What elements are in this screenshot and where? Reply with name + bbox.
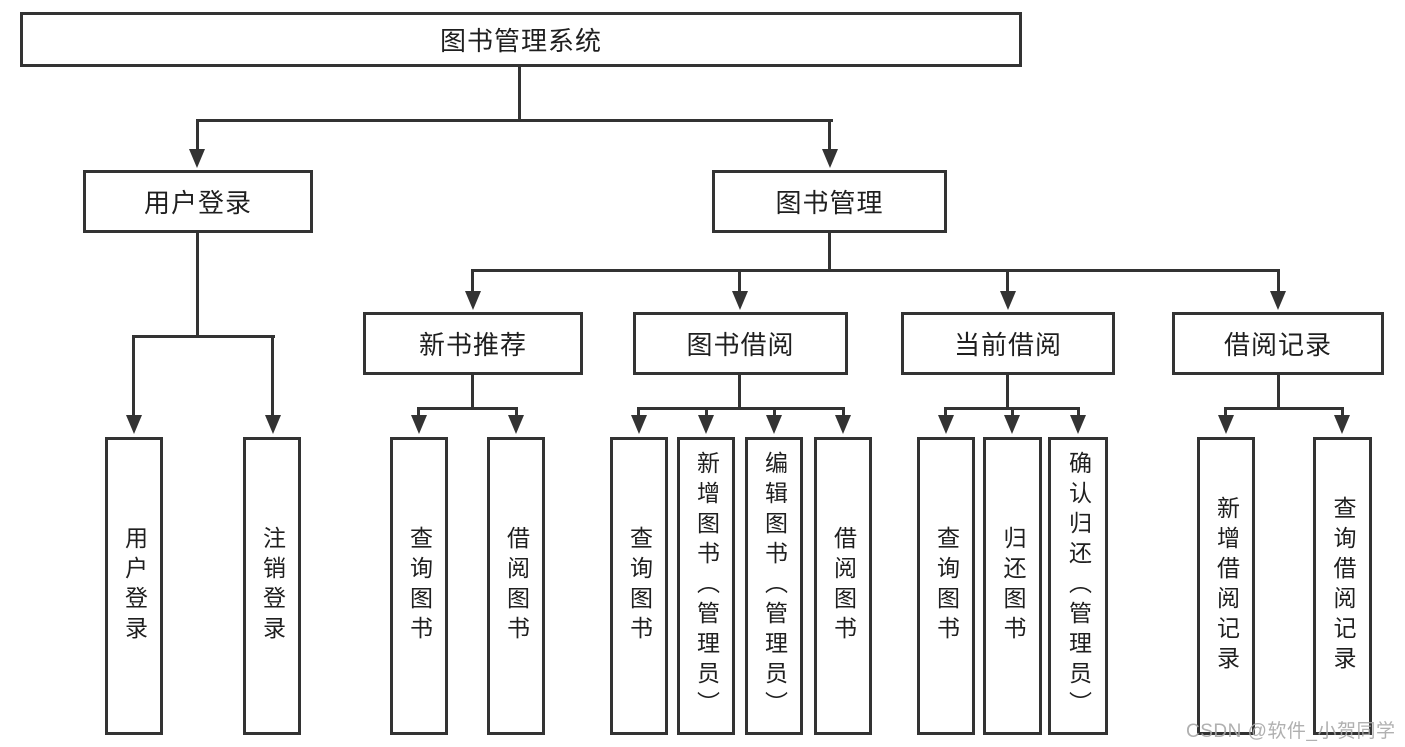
leaf-bb-add-book-admin-label: 新增图书（管理员） <box>693 451 720 721</box>
connector-current-borrowing-stem <box>1006 374 1009 409</box>
node-borrowing-records: 借阅记录 <box>1172 312 1384 375</box>
leaf-nb-borrow-books-label: 借阅图书 <box>503 526 530 646</box>
node-book-management-label: 图书管理 <box>775 188 884 218</box>
connector-level3-hline <box>471 269 1280 272</box>
connector-arrow-line <box>773 407 776 417</box>
arrow-down-icon <box>1270 291 1286 310</box>
connector-new-book-stem <box>471 374 474 409</box>
node-library-management-system: 图书管理系统 <box>20 12 1022 67</box>
connector-arrow-line <box>637 407 640 417</box>
connector-arrow-line <box>417 407 420 417</box>
node-book-borrowing: 图书借阅 <box>633 312 848 375</box>
connector-arrow-line <box>1224 407 1227 417</box>
node-current-borrowing-label: 当前借阅 <box>953 330 1062 360</box>
connector-user-login-hline <box>133 335 275 338</box>
leaf-nb-query-books: 查询图书 <box>390 437 448 735</box>
leaf-bb-edit-book-admin-label: 编辑图书（管理员） <box>761 451 788 721</box>
arrow-down-icon <box>265 415 281 434</box>
arrow-down-icon <box>508 415 524 434</box>
arrow-down-icon <box>126 415 142 434</box>
arrow-down-icon <box>1070 415 1086 434</box>
leaf-logout: 注销登录 <box>243 437 301 735</box>
connector-level2-hline <box>196 119 833 122</box>
connector-arrow-line <box>705 407 708 417</box>
leaf-br-query-record: 查询借阅记录 <box>1313 437 1372 735</box>
arrow-down-icon <box>1334 415 1350 434</box>
leaf-nb-borrow-books: 借阅图书 <box>487 437 545 735</box>
arrow-down-icon <box>766 415 782 434</box>
connector-borrowing-records-hline <box>1224 407 1344 410</box>
connector-arrow-line <box>944 407 947 417</box>
connector-arrow-line <box>842 407 845 417</box>
arrow-down-icon <box>631 415 647 434</box>
connector-book-management-stem <box>828 232 831 271</box>
connector-arrow-line-new-book <box>471 269 474 293</box>
arrow-down-icon <box>189 149 205 168</box>
arrow-down-icon <box>411 415 427 434</box>
connector-arrow-line <box>1077 407 1080 417</box>
arrow-down-icon <box>822 149 838 168</box>
connector-arrow-line-book-borrowing <box>738 269 741 293</box>
arrow-down-icon <box>465 291 481 310</box>
connector-arrow-line-book-management <box>828 119 831 151</box>
leaf-bb-add-book-admin: 新增图书（管理员） <box>677 437 735 735</box>
connector-arrow-line-user-login <box>196 119 199 151</box>
node-user-login: 用户登录 <box>83 170 313 233</box>
leaf-bb-query-books: 查询图书 <box>610 437 668 735</box>
leaf-cb-return-books: 归还图书 <box>983 437 1042 735</box>
node-library-management-system-label: 图书管理系统 <box>439 26 602 56</box>
connector-arrow-line-current-borrowing <box>1006 269 1009 293</box>
leaf-cb-return-books-label: 归还图书 <box>1000 526 1026 646</box>
arrow-down-icon <box>938 415 954 434</box>
node-book-borrowing-label: 图书借阅 <box>686 330 795 360</box>
arrow-down-icon <box>1218 415 1234 434</box>
connector-new-book-hline <box>417 407 518 410</box>
leaf-nb-query-books-label: 查询图书 <box>406 526 433 646</box>
leaf-cb-query-books-label: 查询图书 <box>933 526 960 646</box>
leaf-bb-query-books-label: 查询图书 <box>626 526 653 646</box>
connector-book-borrowing-hline <box>637 407 845 410</box>
arrow-down-icon <box>1000 291 1016 310</box>
leaf-br-add-record: 新增借阅记录 <box>1197 437 1255 735</box>
node-borrowing-records-label: 借阅记录 <box>1223 330 1332 360</box>
connector-arrow-line-logout-leaf <box>271 335 274 417</box>
connector-arrow-line <box>1011 407 1014 417</box>
leaf-cb-query-books: 查询图书 <box>917 437 975 735</box>
connector-borrowing-records-stem <box>1277 374 1280 409</box>
node-book-management: 图书管理 <box>712 170 947 233</box>
node-new-book-recommend: 新书推荐 <box>363 312 583 375</box>
connector-book-borrowing-stem <box>738 374 741 409</box>
connector-arrow-line-user-login-leaf <box>132 335 135 417</box>
connector-arrow-line-borrowing-records <box>1277 269 1280 293</box>
leaf-cb-confirm-return-admin: 确认归还（管理员） <box>1048 437 1108 735</box>
leaf-user-login: 用户登录 <box>105 437 163 735</box>
node-new-book-recommend-label: 新书推荐 <box>418 330 527 360</box>
node-user-login-label: 用户登录 <box>143 188 252 218</box>
arrow-down-icon <box>698 415 714 434</box>
arrow-down-icon <box>835 415 851 434</box>
arrow-down-icon <box>732 291 748 310</box>
leaf-bb-edit-book-admin: 编辑图书（管理员） <box>745 437 803 735</box>
leaf-bb-borrow-books: 借阅图书 <box>814 437 872 735</box>
leaf-br-query-record-label: 查询借阅记录 <box>1330 496 1356 676</box>
connector-user-login-stem <box>196 232 199 336</box>
leaf-br-add-record-label: 新增借阅记录 <box>1213 496 1240 676</box>
connector-root-stem <box>518 67 521 121</box>
connector-arrow-line <box>515 407 518 417</box>
leaf-cb-confirm-return-admin-label: 确认归还（管理员） <box>1065 451 1092 721</box>
leaf-bb-borrow-books-label: 借阅图书 <box>830 526 857 646</box>
node-current-borrowing: 当前借阅 <box>901 312 1115 375</box>
leaf-logout-label: 注销登录 <box>259 526 286 646</box>
arrow-down-icon <box>1004 415 1020 434</box>
connector-arrow-line <box>1341 407 1344 417</box>
leaf-user-login-label: 用户登录 <box>121 526 148 646</box>
csdn-watermark: CSDN @软件_小贺同学 <box>1186 721 1396 742</box>
